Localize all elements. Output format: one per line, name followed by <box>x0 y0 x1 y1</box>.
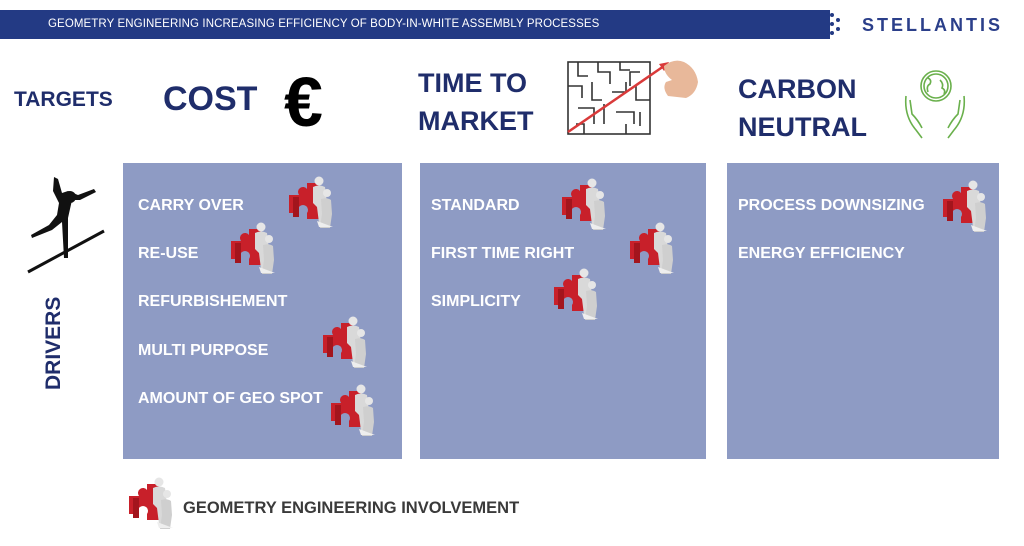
puzzle-people-icon <box>943 180 987 232</box>
driver-item: PROCESS DOWNSIZING <box>738 197 925 214</box>
drivers-panel-time-to-market: STANDARD FIRST TIME RIGHT SIMPLICITY <box>420 163 706 459</box>
maze-arrow-icon <box>567 60 698 135</box>
legend-puzzle-people-icon <box>129 477 173 529</box>
puzzle-people-icon <box>323 316 367 368</box>
puzzle-people-icon <box>231 222 275 274</box>
driver-item: SIMPLICITY <box>431 293 521 310</box>
header-dots-decoration <box>828 10 842 39</box>
globe-hands-icon <box>904 70 966 139</box>
ttm-line2: MARKET <box>418 106 534 136</box>
driver-item: RE-USE <box>138 245 199 262</box>
target-time-to-market: TIME TO MARKET <box>418 64 534 140</box>
legend-label: GEOMETRY ENGINEERING INVOLVEMENT <box>183 499 520 517</box>
puzzle-people-icon <box>562 178 606 230</box>
tightrope-walker-icon <box>27 177 105 274</box>
driver-item: AMOUNT OF GEO SPOT <box>138 390 323 407</box>
driver-item: ENERGY EFFICIENCY <box>738 245 905 262</box>
cn-line2: NEUTRAL <box>738 112 867 142</box>
puzzle-people-icon <box>289 176 333 228</box>
driver-item: FIRST TIME RIGHT <box>431 245 575 262</box>
header-bar: GEOMETRY ENGINEERING INCREASING EFFICIEN… <box>0 10 830 39</box>
ttm-line1: TIME TO <box>418 68 528 98</box>
puzzle-people-icon <box>331 384 375 436</box>
drivers-panel-cost: CARRY OVER RE-USE REFURBISHEMENT MULTI P… <box>123 163 402 459</box>
euro-icon: € <box>284 63 323 141</box>
driver-item: REFURBISHEMENT <box>138 293 288 310</box>
driver-item: CARRY OVER <box>138 197 244 214</box>
page-title: GEOMETRY ENGINEERING INCREASING EFFICIEN… <box>48 18 600 30</box>
puzzle-people-icon <box>630 222 674 274</box>
driver-item: MULTI PURPOSE <box>138 342 269 359</box>
stellantis-logo: STELLANTIS <box>862 15 1003 35</box>
cn-line1: CARBON <box>738 74 857 104</box>
drivers-panel-carbon-neutral: PROCESS DOWNSIZING ENERGY EFFICIENCY <box>727 163 999 459</box>
target-cost: COST <box>163 80 258 118</box>
target-carbon-neutral: CARBON NEUTRAL <box>738 70 867 146</box>
targets-label: TARGETS <box>14 88 113 111</box>
puzzle-people-icon <box>554 268 598 320</box>
drivers-label: DRIVERS <box>42 296 65 390</box>
driver-item: STANDARD <box>431 197 520 214</box>
